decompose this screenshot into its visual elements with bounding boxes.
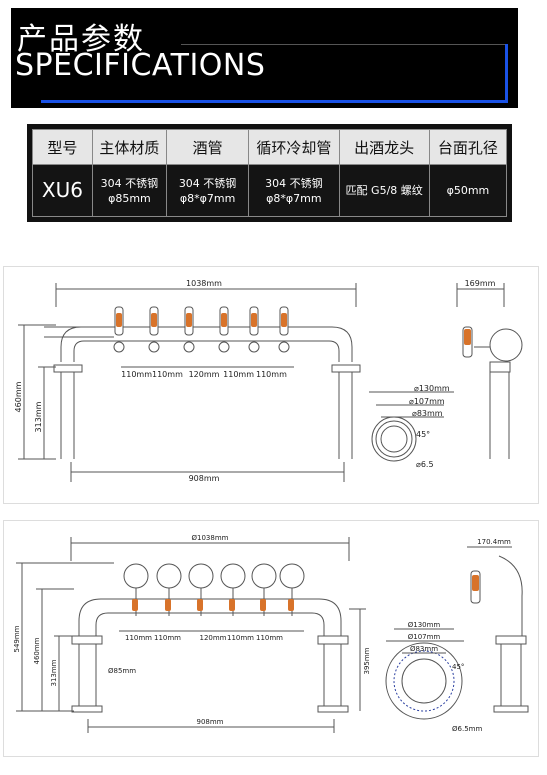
dim-d3: ⌀83mm [412,409,443,418]
spec-header: 酒管 [165,129,250,165]
dim-angle: 45° [416,430,430,439]
dim-base: 908mm [189,474,220,483]
header-banner: 产品参数 SPECIFICATIONS [11,8,518,108]
dim-h2: 460mm [33,637,41,664]
spec-header: 型号 [32,129,93,165]
dim-spacing: 120mm [189,370,220,379]
dim-hole: Ø6.5mm [452,725,482,733]
dim-base: 908mm [197,718,224,726]
dim-angle: 45° [452,663,464,671]
banner-accent-corner [505,44,508,100]
drawing-detail-svg: Ø1038mm 170.4mm 110mm 110mm 120mm 110mm … [13,534,529,733]
dim-d2: ⌀107mm [409,397,445,406]
dim-h4: 395mm [363,647,371,674]
dim-spacing: 110mm [154,634,181,642]
dim-spacing: 110mm [256,634,283,642]
banner-accent-line [41,100,508,103]
spec-header-row: 型号 主体材质 酒管 循环冷却管 出酒龙头 台面孔径 [32,129,508,165]
banner-divider [181,44,508,45]
dim-spacing: 110mm [223,370,254,379]
spec-header: 循环冷却管 [248,129,340,165]
dim-width: Ø1038mm [192,534,229,542]
spec-value-model: XU6 [32,164,93,217]
spec-header: 台面孔径 [428,129,508,165]
technical-drawing-detail: Ø1038mm 170.4mm 110mm 110mm 120mm 110mm … [3,520,539,757]
dim-d3: Ø83mm [410,645,438,653]
spec-header: 出酒龙头 [338,129,430,165]
spec-header: 主体材质 [91,129,167,165]
dim-h1: 549mm [13,625,21,652]
dim-hole: ⌀6.5 [416,460,434,469]
spec-value-hole: φ50mm [428,164,508,217]
dim-d1: Ø130mm [408,621,441,629]
technical-drawing-front: 1038mm 169mm 110mm 110mm 120mm 110mm 110… [3,266,539,504]
dim-d1: ⌀130mm [414,384,450,393]
title-en: SPECIFICATIONS [15,48,266,83]
dim-height: 460mm [14,381,23,412]
dim-side-width: 170.4mm [477,538,511,546]
dim-spacing: 110mm [121,370,152,379]
dim-leg: 313mm [34,401,43,432]
dim-leg-diameter: Ø85mm [108,667,136,675]
dim-spacing: 110mm [227,634,254,642]
drawing-front-svg: 1038mm 169mm 110mm 110mm 120mm 110mm 110… [14,279,523,483]
dim-spacing: 110mm [152,370,183,379]
dim-d2: Ø107mm [408,633,441,641]
dim-side-width: 169mm [465,279,496,288]
dim-spacing: 110mm [125,634,152,642]
title-cn: 产品参数 [17,22,145,57]
dim-spacing: 120mm [200,634,227,642]
dim-width: 1038mm [186,279,222,288]
dim-spacing: 110mm [256,370,287,379]
spec-value-faucet: 匹配 G5/8 螺纹 [338,164,430,217]
dim-h3: 313mm [50,659,58,686]
